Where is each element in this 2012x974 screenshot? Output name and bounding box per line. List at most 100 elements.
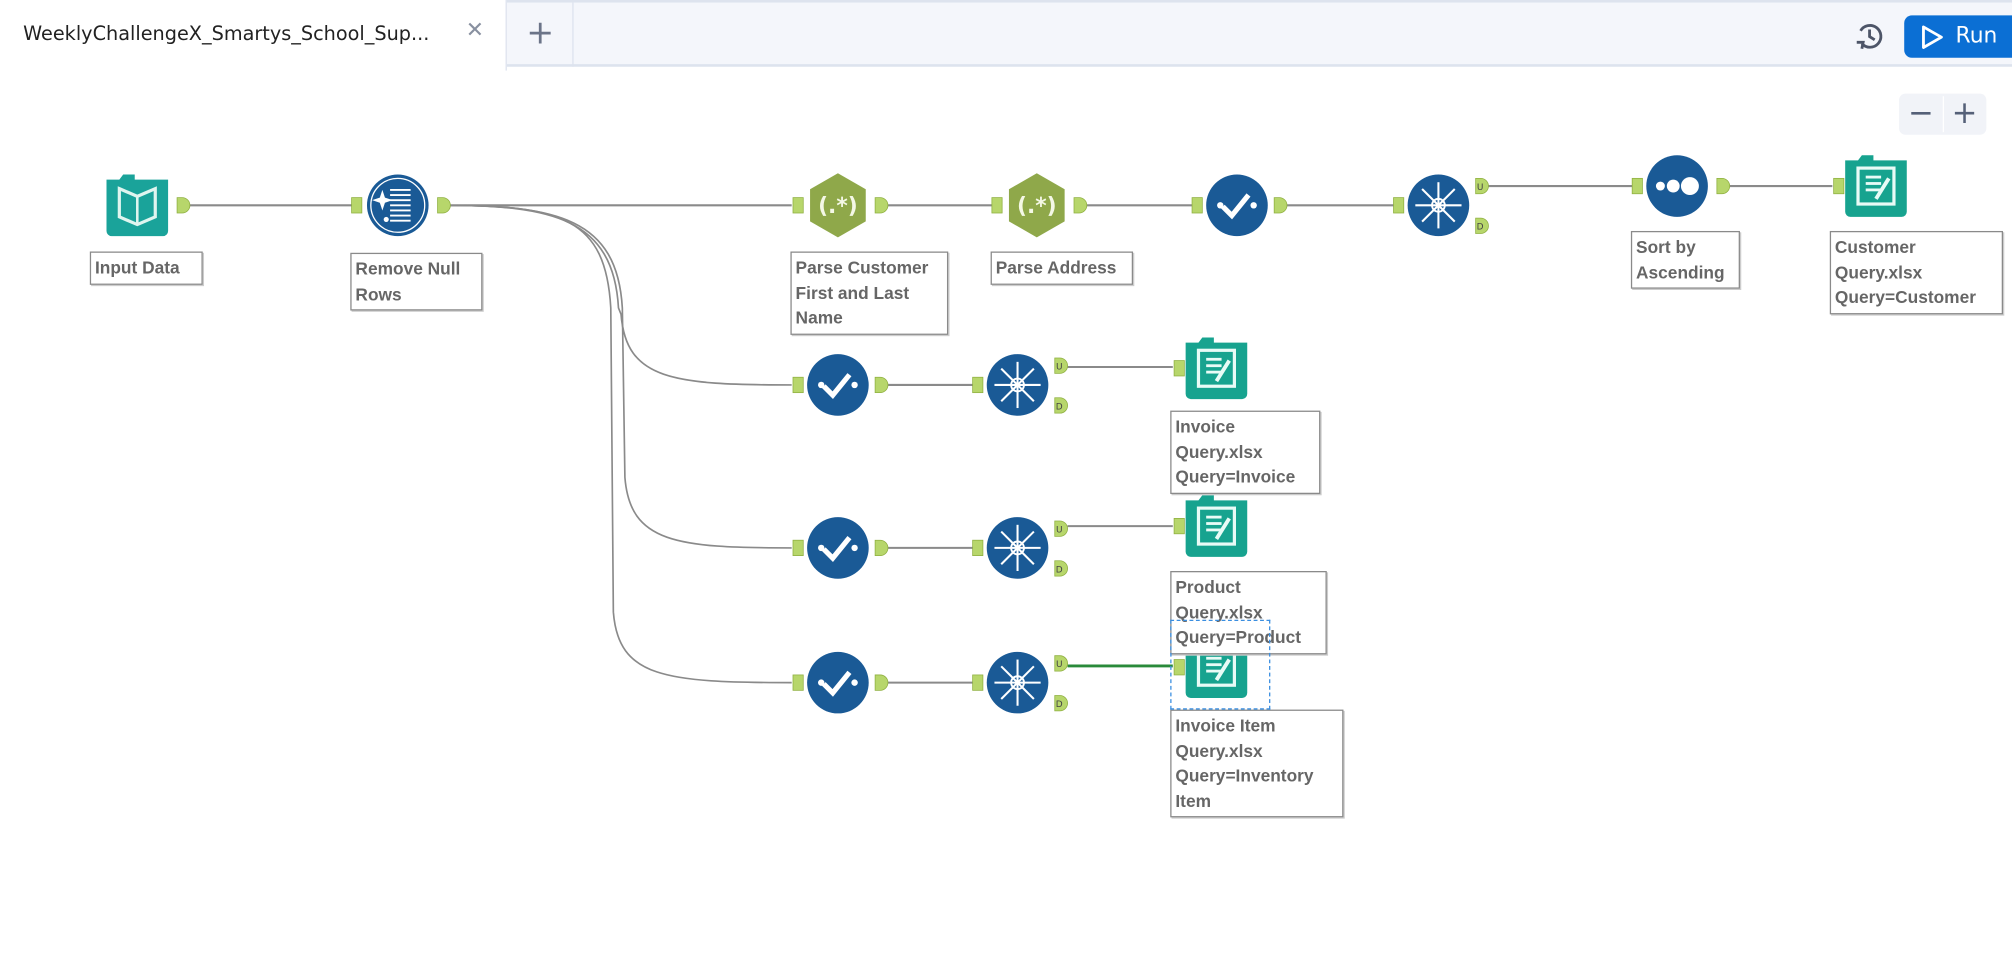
tool-annotation[interactable]: Invoice Item Query.xlsx Query=Inventory … bbox=[1170, 709, 1344, 818]
output-anchor[interactable] bbox=[1054, 520, 1068, 537]
tool-annotation[interactable]: Invoice Query.xlsx Query=Invoice bbox=[1170, 410, 1321, 494]
output-anchor[interactable] bbox=[874, 376, 889, 394]
input-anchor[interactable] bbox=[1173, 518, 1185, 535]
regex-icon: (.*) bbox=[1008, 173, 1065, 238]
input-anchor[interactable] bbox=[991, 197, 1003, 214]
connection-line[interactable] bbox=[443, 204, 792, 386]
output-anchor[interactable] bbox=[1273, 197, 1288, 214]
output-anchor[interactable] bbox=[874, 197, 889, 214]
check-icon bbox=[1206, 174, 1268, 237]
output-anchor[interactable] bbox=[874, 539, 889, 556]
tool-annotation[interactable]: Remove Null Rows bbox=[350, 252, 483, 311]
tool-input[interactable] bbox=[106, 174, 169, 237]
tool-unique3[interactable] bbox=[986, 517, 1049, 579]
input-anchor[interactable] bbox=[351, 197, 363, 214]
tool-out2[interactable] bbox=[1185, 337, 1248, 400]
output-anchor[interactable] bbox=[1716, 177, 1731, 195]
zoom-in-button[interactable]: + bbox=[1951, 94, 1978, 131]
check-icon bbox=[807, 517, 869, 579]
run-button[interactable]: Run bbox=[1904, 15, 2012, 58]
output-anchor[interactable] bbox=[1054, 695, 1068, 712]
anchor-letter: D bbox=[1056, 565, 1063, 575]
anchor-letter: U bbox=[1056, 526, 1063, 536]
input-anchor[interactable] bbox=[972, 539, 984, 556]
tool-out3[interactable] bbox=[1185, 495, 1248, 557]
input-anchor[interactable] bbox=[972, 674, 984, 691]
tool-unique4[interactable] bbox=[986, 651, 1049, 714]
output-anchor[interactable] bbox=[1475, 177, 1489, 195]
tool-regex1[interactable]: (.*) bbox=[810, 173, 866, 238]
snowflake-icon bbox=[986, 651, 1049, 714]
input-anchor[interactable] bbox=[1631, 177, 1643, 195]
input-anchor[interactable] bbox=[792, 674, 804, 691]
tab-workflow[interactable]: WeeklyChallengeX_Smartys_School_Sup... ✕ bbox=[0, 0, 507, 71]
tool-unique2[interactable] bbox=[986, 354, 1049, 416]
output-anchor[interactable] bbox=[1054, 397, 1068, 414]
book-icon bbox=[106, 174, 169, 237]
close-icon[interactable]: ✕ bbox=[465, 17, 485, 44]
cleanse-icon bbox=[366, 174, 429, 237]
input-anchor[interactable] bbox=[972, 376, 984, 394]
anchor-letter: U bbox=[1477, 183, 1484, 193]
anchor-letter: U bbox=[1056, 363, 1063, 373]
svg-text:(.*): (.*) bbox=[818, 194, 858, 219]
input-anchor[interactable] bbox=[1191, 197, 1203, 214]
tool-select3[interactable] bbox=[807, 517, 869, 579]
sort-dots-icon bbox=[1646, 155, 1708, 217]
zoom-controls: − + bbox=[1899, 93, 1987, 135]
tool-annotation[interactable]: Parse Customer First and Last Name bbox=[790, 251, 949, 335]
output-anchor[interactable] bbox=[1073, 197, 1088, 214]
tool-cleanse[interactable] bbox=[366, 174, 429, 237]
tool-annotation[interactable]: Parse Address bbox=[990, 251, 1134, 285]
connection-line[interactable] bbox=[443, 204, 792, 684]
snowflake-icon bbox=[986, 354, 1049, 416]
tool-select4[interactable] bbox=[807, 651, 869, 714]
anchor-letter: D bbox=[1056, 700, 1063, 710]
output-anchor[interactable] bbox=[874, 674, 889, 691]
input-anchor[interactable] bbox=[792, 376, 804, 394]
selection-box bbox=[1170, 619, 1271, 710]
anchor-letter: D bbox=[1477, 223, 1484, 233]
snowflake-icon bbox=[986, 517, 1049, 579]
new-tab-button[interactable]: + bbox=[508, 2, 574, 67]
input-anchor[interactable] bbox=[1393, 197, 1405, 214]
input-anchor[interactable] bbox=[1833, 177, 1845, 195]
output-anchor[interactable] bbox=[1054, 357, 1068, 374]
connections bbox=[183, 185, 1833, 684]
tool-annotation[interactable]: Product Query.xlsx Query=Product bbox=[1170, 571, 1327, 654]
output-anchor[interactable] bbox=[437, 197, 451, 214]
anchor-letter: D bbox=[1056, 402, 1063, 412]
tool-unique1[interactable] bbox=[1407, 174, 1470, 237]
tab-bar: WeeklyChallengeX_Smartys_School_Sup... ✕… bbox=[0, 0, 2012, 71]
tool-out1[interactable] bbox=[1845, 155, 1907, 217]
check-icon bbox=[807, 354, 869, 416]
output-anchor[interactable] bbox=[176, 197, 191, 214]
input-anchor[interactable] bbox=[792, 539, 804, 556]
tool-select2[interactable] bbox=[807, 354, 869, 416]
tab-title: WeeklyChallengeX_Smartys_School_Sup... bbox=[23, 21, 430, 45]
output-anchor[interactable] bbox=[1054, 655, 1068, 672]
tool-select1[interactable] bbox=[1206, 174, 1268, 237]
history-icon[interactable] bbox=[1853, 19, 1886, 52]
input-anchor[interactable] bbox=[1173, 659, 1185, 676]
tool-sort[interactable] bbox=[1646, 155, 1708, 217]
output-anchor[interactable] bbox=[1475, 217, 1489, 234]
play-icon bbox=[1922, 25, 1943, 49]
input-anchor[interactable] bbox=[1173, 360, 1185, 377]
tool-annotation[interactable]: Input Data bbox=[89, 251, 203, 285]
tool-annotation[interactable]: Sort by Ascending bbox=[1630, 230, 1740, 289]
tool-annotation[interactable]: Customer Query.xlsx Query=Customer bbox=[1829, 230, 2004, 314]
tool-regex2[interactable]: (.*) bbox=[1008, 173, 1065, 238]
run-label: Run bbox=[1955, 23, 1998, 49]
regex-icon: (.*) bbox=[810, 173, 866, 238]
input-anchor[interactable] bbox=[792, 197, 804, 214]
output-icon bbox=[1845, 155, 1907, 217]
divider bbox=[1942, 96, 1944, 133]
zoom-out-button[interactable]: − bbox=[1907, 94, 1934, 131]
snowflake-icon bbox=[1407, 174, 1470, 237]
connection-line[interactable] bbox=[443, 204, 792, 549]
output-anchor[interactable] bbox=[1054, 560, 1068, 577]
output-icon bbox=[1185, 495, 1248, 557]
